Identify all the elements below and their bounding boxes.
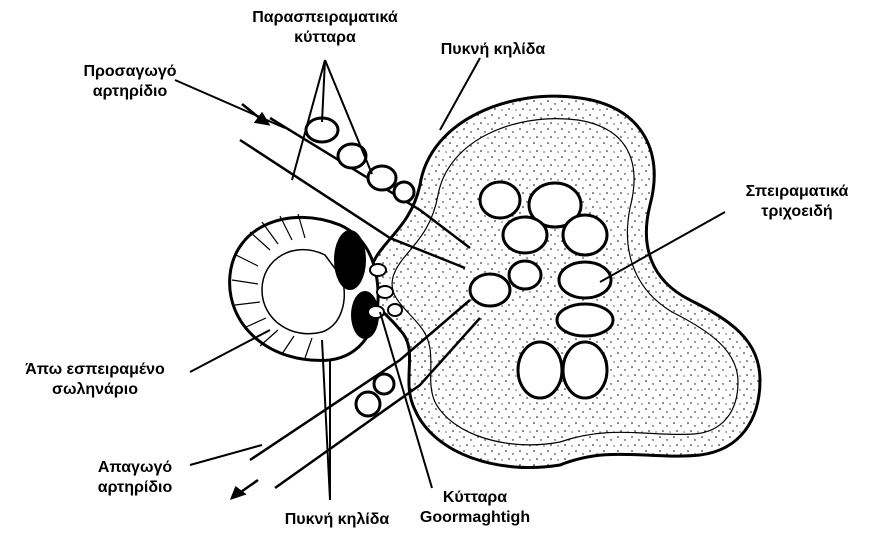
label-afferent-line-1: Προσαγωγό — [60, 62, 200, 82]
label-efferent-arteriole: Απαγωγό αρτηρίδιο — [70, 458, 200, 498]
label-distal-line-1: Άπω εσπειραμένο — [0, 360, 190, 380]
label-macula-top-text: Πυκνή κηλίδα — [418, 40, 568, 60]
label-glomerular-capillaries: Σπειραματικά τριχοειδή — [722, 182, 872, 222]
label-macula-densa-top: Πυκνή κηλίδα — [418, 40, 568, 60]
label-mesangial-line-1: Παρασπειραματικά — [225, 8, 425, 28]
label-afferent-arteriole: Προσαγωγό αρτηρίδιο — [60, 62, 200, 102]
label-glom-line-2: τριχοειδή — [722, 202, 872, 222]
label-goormaghtigh-line-2: Goormaghtigh — [405, 508, 545, 528]
efferent-cells — [356, 374, 394, 416]
label-mesangial-cells: Παρασπειραματικά κύτταρα — [225, 8, 425, 48]
label-goormaghtigh-cells: Κύτταρα Goormaghtigh — [405, 488, 545, 528]
label-macula-densa-bottom: Πυκνή κηλίδα — [262, 510, 412, 530]
label-glom-line-1: Σπειραματικά — [722, 182, 872, 202]
juxtaglomerular-cells — [306, 118, 414, 202]
label-efferent-line-1: Απαγωγό — [70, 458, 200, 478]
label-afferent-line-2: αρτηρίδιο — [60, 82, 200, 102]
label-goormaghtigh-line-1: Κύτταρα — [405, 488, 545, 508]
label-distal-tubule: Άπω εσπειραμένο σωληνάριο — [0, 360, 190, 400]
label-macula-bottom-text: Πυκνή κηλίδα — [262, 510, 412, 530]
label-mesangial-line-2: κύτταρα — [225, 28, 425, 48]
label-distal-line-2: σωληνάριο — [0, 380, 190, 400]
label-efferent-line-2: αρτηρίδιο — [70, 478, 200, 498]
